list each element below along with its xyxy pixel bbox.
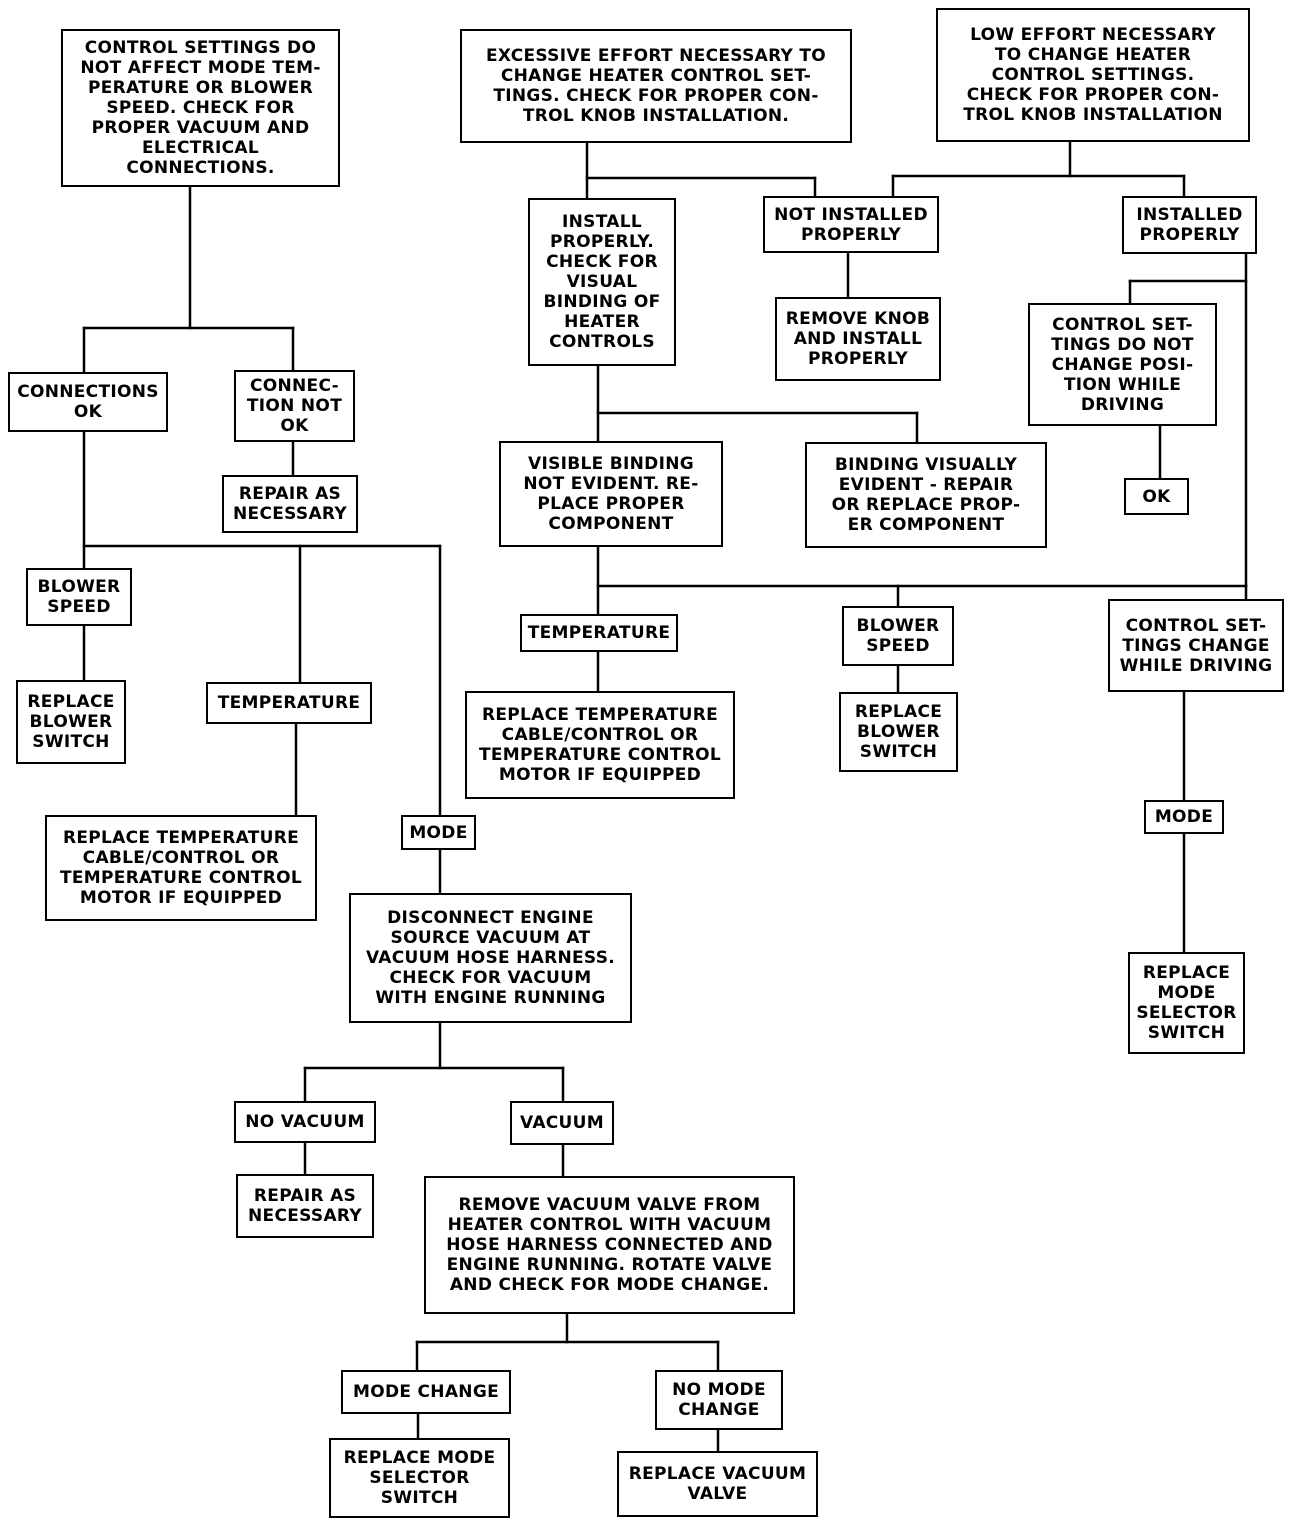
box-control-settings-no-effect: CONTROL SETTINGS DO NOT AFFECT MODE TEM-… xyxy=(61,29,340,187)
box-binding-visually-evident: BINDING VISUALLY EVIDENT - REPAIR OR REP… xyxy=(805,442,1047,548)
box-temperature-mid: TEMPERATURE xyxy=(520,614,678,652)
box-low-effort: LOW EFFORT NECESSARY TO CHANGE HEATER CO… xyxy=(936,8,1250,142)
box-excessive-effort: EXCESSIVE EFFORT NECESSARY TO CHANGE HEA… xyxy=(460,29,852,143)
box-temperature-left: TEMPERATURE xyxy=(206,682,372,724)
box-not-installed-properly: NOT INSTALLED PROPERLY xyxy=(763,196,939,253)
box-remove-knob: REMOVE KNOB AND INSTALL PROPERLY xyxy=(775,297,941,381)
box-repair-as-necessary-1: REPAIR AS NECESSARY xyxy=(222,475,358,533)
box-install-properly-check-binding: INSTALL PROPERLY. CHECK FOR VISUAL BINDI… xyxy=(528,198,676,366)
box-replace-blower-switch-left: REPLACE BLOWER SWITCH xyxy=(16,680,126,764)
box-remove-vacuum-valve: REMOVE VACUUM VALVE FROM HEATER CONTROL … xyxy=(424,1176,795,1314)
box-settings-change-while-driving: CONTROL SET- TINGS CHANGE WHILE DRIVING xyxy=(1108,599,1284,692)
box-mode-change: MODE CHANGE xyxy=(341,1370,511,1414)
box-connection-not-ok: CONNEC- TION NOT OK xyxy=(234,370,355,442)
box-replace-temperature-left: REPLACE TEMPERATURE CABLE/CONTROL OR TEM… xyxy=(45,815,317,921)
box-blower-speed-mid: BLOWER SPEED xyxy=(842,606,954,666)
box-replace-mode-selector-right: REPLACE MODE SELECTOR SWITCH xyxy=(1128,952,1245,1054)
box-replace-temperature-mid: REPLACE TEMPERATURE CABLE/CONTROL OR TEM… xyxy=(465,691,735,799)
box-replace-blower-switch-mid: REPLACE BLOWER SWITCH xyxy=(839,692,958,772)
box-vacuum: VACUUM xyxy=(510,1101,614,1145)
box-replace-mode-selector-bottom: REPLACE MODE SELECTOR SWITCH xyxy=(329,1438,510,1518)
box-blower-speed-left: BLOWER SPEED xyxy=(26,568,132,626)
box-replace-vacuum-valve: REPLACE VACUUM VALVE xyxy=(617,1451,818,1517)
box-repair-as-necessary-2: REPAIR AS NECESSARY xyxy=(236,1174,374,1238)
box-no-vacuum: NO VACUUM xyxy=(234,1101,376,1143)
box-disconnect-engine-vacuum: DISCONNECT ENGINE SOURCE VACUUM AT VACUU… xyxy=(349,893,632,1023)
box-mode-left: MODE xyxy=(401,815,476,850)
box-no-mode-change: NO MODE CHANGE xyxy=(655,1370,783,1430)
box-installed-properly: INSTALLED PROPERLY xyxy=(1122,196,1257,254)
box-settings-do-not-change: CONTROL SET- TINGS DO NOT CHANGE POSI- T… xyxy=(1028,303,1217,426)
box-visible-binding-not-evident: VISIBLE BINDING NOT EVIDENT. RE- PLACE P… xyxy=(499,441,723,547)
box-ok: OK xyxy=(1124,478,1189,515)
box-connections-ok: CONNECTIONS OK xyxy=(8,372,168,432)
box-mode-right: MODE xyxy=(1144,800,1224,834)
